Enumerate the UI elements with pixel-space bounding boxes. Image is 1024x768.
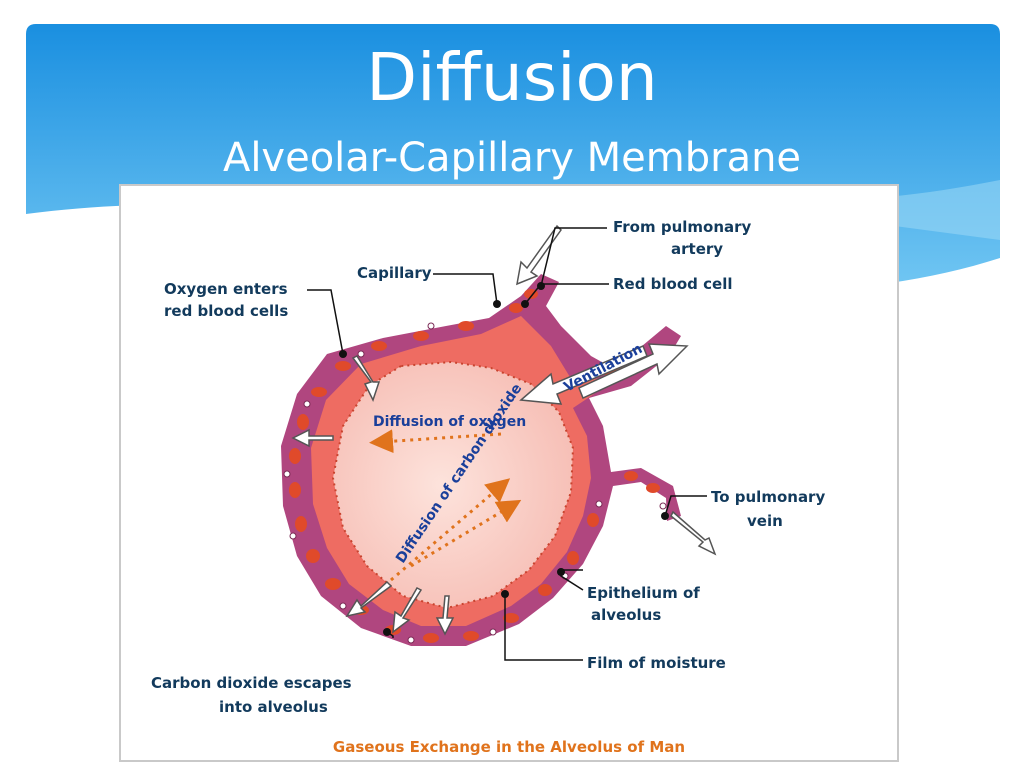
diffusion-oxygen-label: Diffusion of oxygen <box>373 414 526 430</box>
label-oxygen-enters: Oxygen enters red blood cells <box>164 280 293 320</box>
slide-title: Diffusion <box>366 39 658 116</box>
leader-lines <box>307 227 707 661</box>
film-of-moisture <box>331 360 575 610</box>
alveolus-diagram: Ventilation Diffusion of oxygen Diffusio… <box>151 218 830 716</box>
capillary-network <box>281 274 681 646</box>
label-from-pulmonary-artery: From pulmonary artery <box>613 218 757 258</box>
label-to-pulmonary-vein: To pulmonary vein <box>711 488 830 530</box>
alveolus-space <box>333 362 573 608</box>
label-capillary: Capillary <box>357 264 432 282</box>
diffusion-paths <box>369 429 522 582</box>
label-epithelium: Epithelium of alveolus <box>587 584 705 624</box>
epithelial-cells <box>283 322 667 644</box>
slide-subtitle: Alveolar-Capillary Membrane <box>222 135 802 181</box>
label-co2-escapes: Carbon dioxide escapes into alveolus <box>151 674 357 716</box>
diagram-caption: Gaseous Exchange in the Alveolus of Man <box>332 738 686 756</box>
flow-arrows <box>291 224 717 636</box>
label-film-of-moisture: Film of moisture <box>587 654 726 672</box>
diagram-panel: Ventilation Diffusion of oxygen Diffusio… <box>119 184 899 762</box>
label-red-blood-cell: Red blood cell <box>613 275 732 293</box>
leader-dots <box>339 282 669 636</box>
ventilation-arrows <box>519 343 689 405</box>
